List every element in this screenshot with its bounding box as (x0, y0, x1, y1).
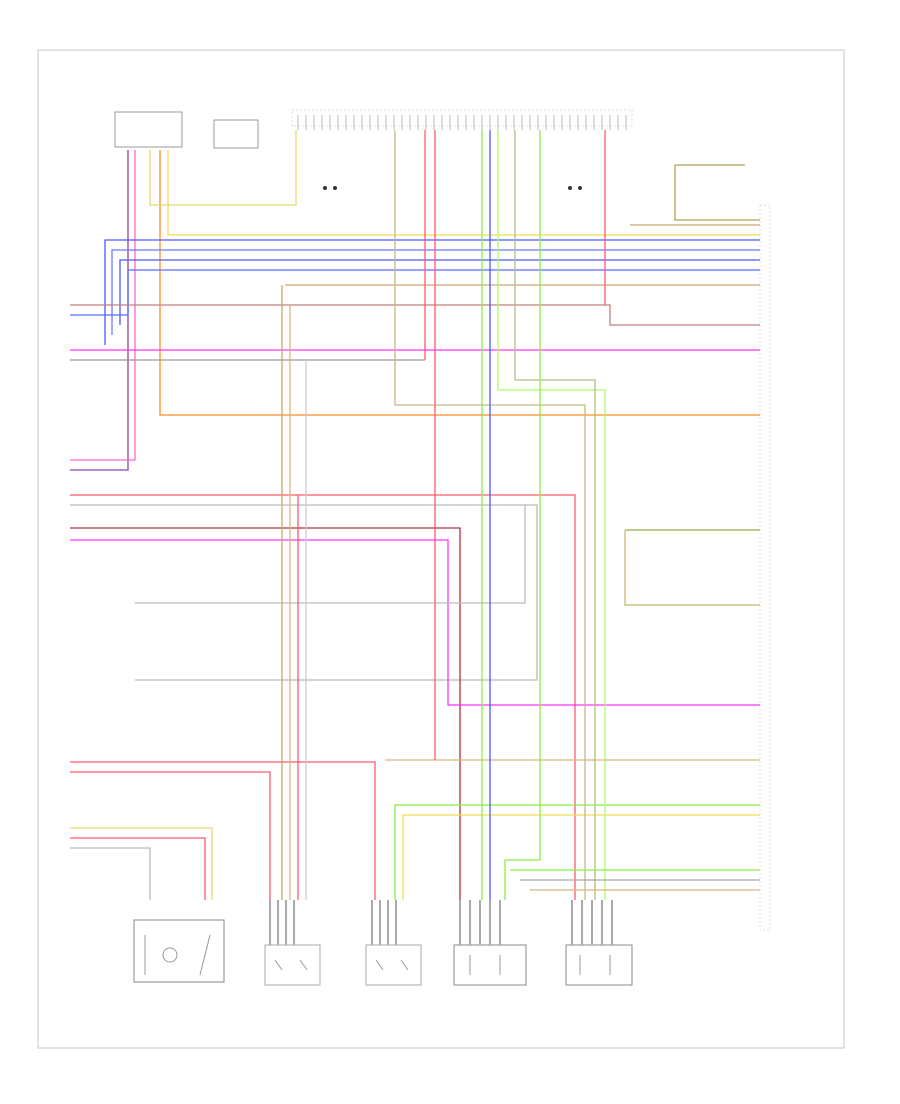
wire-blue-3 (119, 259, 760, 325)
wire-olive-6 (674, 165, 760, 221)
wire-pink-1 (70, 150, 136, 461)
wire-yellow-3 (402, 814, 760, 900)
wire-red-1 (70, 761, 376, 900)
engine-control-module-top (291, 109, 633, 127)
engine-control-module-right (759, 204, 771, 931)
wire-green-3 (504, 130, 541, 900)
ignition-coil-4 (565, 944, 633, 986)
wire-tan-1 (149, 130, 297, 206)
wire-brown-1 (70, 304, 760, 326)
connector-pins (269, 900, 613, 945)
wire-gray-2 (70, 504, 538, 681)
wire-red-2 (70, 771, 271, 900)
ignition-coil-1 (264, 944, 321, 986)
wire-yellow-2 (70, 827, 213, 900)
ecm-top-pins (297, 115, 627, 130)
wire-blue-4 (70, 269, 760, 316)
wire-green-1 (394, 804, 760, 900)
diagram-frame (37, 49, 845, 1049)
wire-magenta-2 (70, 539, 760, 706)
wire-red-3 (70, 837, 206, 900)
wire-light-green-1 (497, 130, 606, 900)
left-rear-o2-sensor (213, 119, 259, 149)
ignition-coil-3 (453, 944, 527, 986)
ignition-coil-2 (365, 944, 422, 986)
wire-olive-2 (514, 130, 596, 900)
wire-orange-1 (159, 150, 760, 416)
wire-gray-3 (135, 505, 526, 604)
ground-symbols (323, 186, 582, 190)
wire-gray-4 (70, 847, 151, 900)
left-front-o2-sensor (114, 111, 183, 148)
wire-blue-1 (104, 239, 760, 345)
wire-dark-red-1 (70, 527, 461, 900)
throttle-valve-control-module (133, 919, 225, 983)
wire-pink-2 (70, 494, 576, 900)
wires (70, 130, 760, 900)
wire-olive-4 (624, 530, 760, 606)
wire-yellow-1 (167, 150, 760, 236)
wire-blue-2 (111, 249, 760, 335)
coil-internals (274, 955, 611, 975)
wire-purple-1 (70, 150, 129, 471)
throttle-motor-icon (144, 934, 211, 976)
